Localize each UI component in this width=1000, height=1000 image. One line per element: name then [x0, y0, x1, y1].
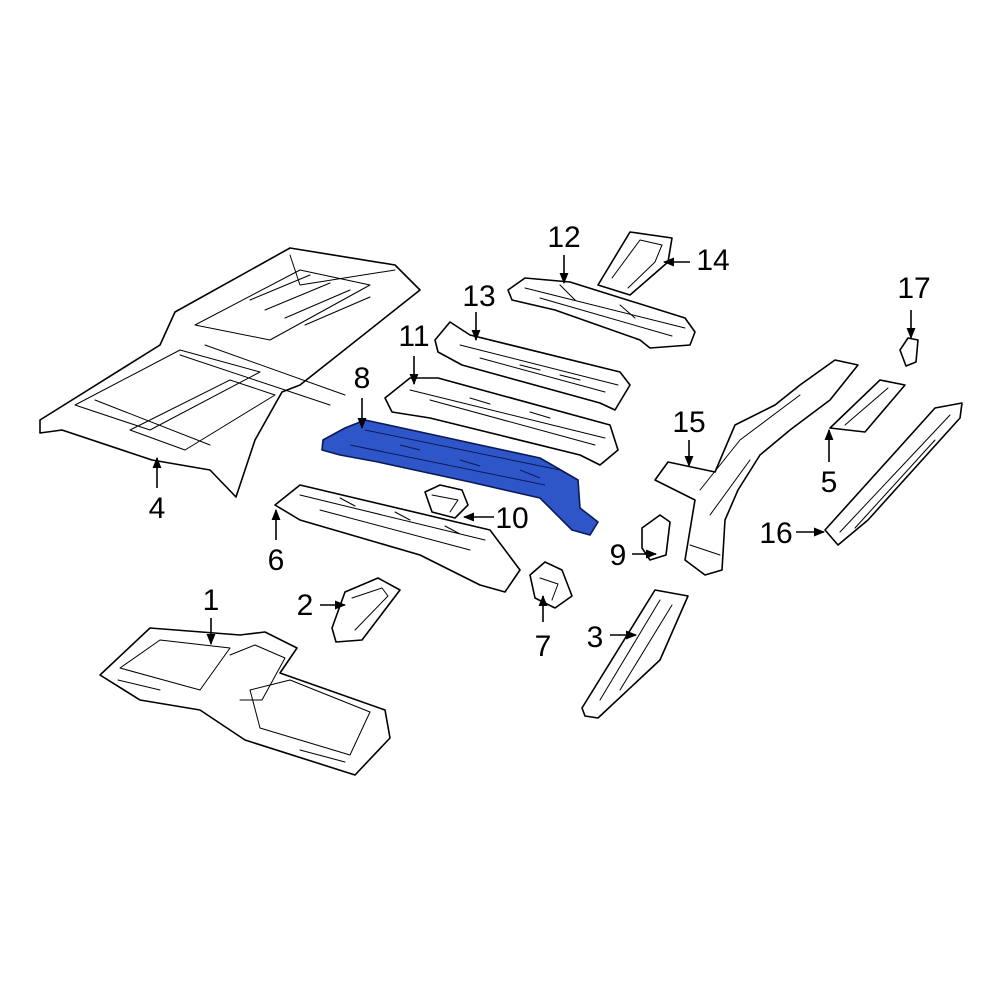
- part-12-crossmember[interactable]: [507, 277, 696, 349]
- callout-13: 13: [462, 280, 495, 313]
- callout-17: 17: [897, 272, 930, 305]
- part-7-bracket[interactable]: [529, 561, 573, 609]
- part-5-rail[interactable]: [829, 379, 906, 433]
- part-8-crossmember-highlighted[interactable]: [321, 419, 599, 536]
- callout-12: 12: [547, 221, 580, 254]
- callout-11: 11: [398, 320, 429, 353]
- callout-15: 15: [672, 406, 705, 439]
- part-13-crossmember[interactable]: [434, 321, 631, 411]
- callout-4: 4: [149, 492, 166, 525]
- part-11-crossmember[interactable]: [384, 377, 619, 466]
- part-15-side-rail[interactable]: [654, 359, 859, 576]
- part-14-plate[interactable]: [597, 231, 673, 296]
- callout-labels: 1 2 3 4 5 6 7 8 9 10 11 12 13 14 15 16 1…: [149, 221, 931, 663]
- part-16-rail[interactable]: [824, 402, 963, 546]
- callout-14: 14: [696, 244, 729, 277]
- part-6-crossmember[interactable]: [274, 484, 521, 593]
- part-9-bracket[interactable]: [641, 514, 671, 561]
- callout-5: 5: [821, 466, 838, 499]
- callout-7: 7: [535, 630, 552, 663]
- part-17-bracket[interactable]: [899, 337, 919, 367]
- callout-6: 6: [268, 544, 285, 577]
- part-1-rear-floor-pan[interactable]: [99, 627, 391, 776]
- callout-9: 9: [610, 539, 627, 572]
- callout-2: 2: [297, 589, 314, 622]
- callout-8: 8: [354, 362, 371, 395]
- callout-10: 10: [495, 502, 528, 535]
- part-2-bracket[interactable]: [331, 577, 401, 643]
- part-10-bracket[interactable]: [424, 484, 469, 519]
- callout-1: 1: [203, 584, 220, 617]
- callout-3: 3: [587, 621, 604, 654]
- part-3-rail[interactable]: [581, 589, 689, 719]
- leader-lines: [152, 255, 916, 646]
- callout-16: 16: [759, 517, 792, 550]
- part-4-front-floor-pan[interactable]: [39, 247, 421, 498]
